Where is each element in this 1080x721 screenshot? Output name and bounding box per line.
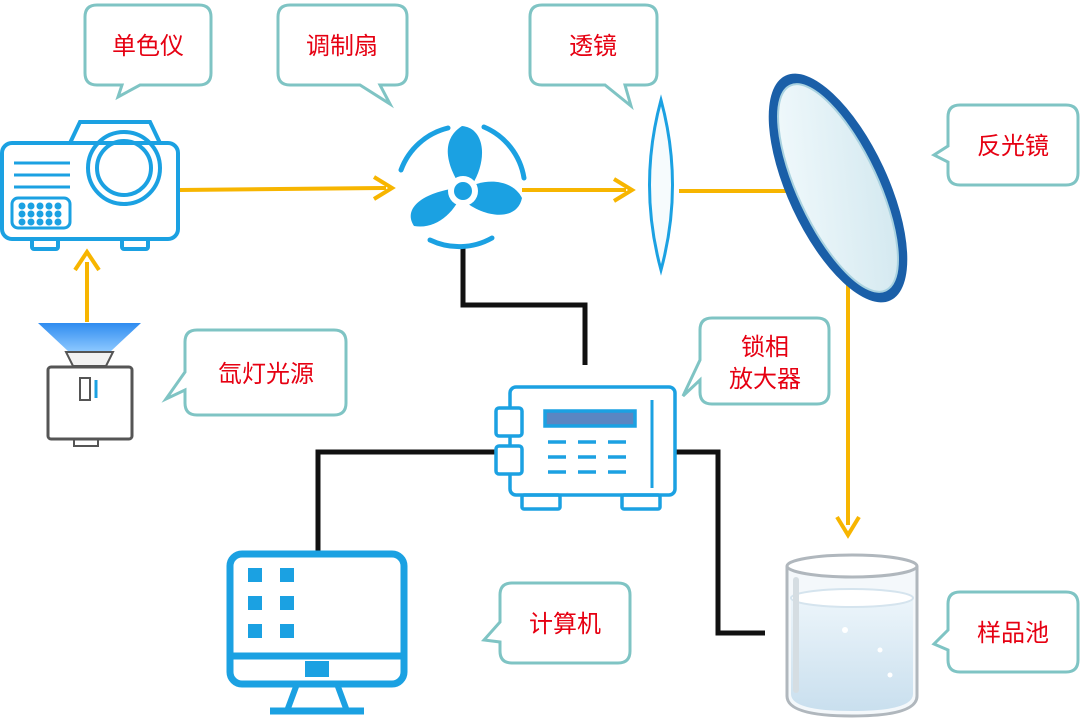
label-sample-cell: 样品池: [977, 619, 1049, 647]
label-mirror: 反光镜: [977, 132, 1049, 160]
wire-lockin-to-computer: [315, 449, 500, 552]
lamp-icon: [38, 323, 141, 447]
callout-computer: 计算机: [480, 581, 632, 665]
label-xenon-lamp: 氙灯光源: [218, 360, 314, 388]
callout-monochromator: 单色仪: [83, 3, 213, 101]
wire-lockin-to-sample: [675, 449, 765, 636]
light-path: [73, 175, 861, 539]
callout-mirror: 反光镜: [930, 103, 1080, 187]
label-lockin-line1: 锁相: [741, 333, 789, 361]
beam-sample-arrowhead: [835, 515, 861, 539]
callout-lens: 透镜: [528, 3, 659, 111]
monitor-icon: [226, 550, 408, 715]
label-lockin-line2: 放大器: [729, 365, 801, 393]
callout-sample-cell: 样品池: [931, 590, 1080, 674]
beam-lamp-arrowhead: [73, 248, 101, 272]
amplifier-icon: [494, 385, 677, 511]
wire-chopper-to-lockin: [460, 245, 588, 365]
beam-monochromator-to-chopper: [179, 186, 387, 192]
label-monochromator: 单色仪: [112, 32, 184, 60]
signal-wires: [315, 245, 765, 636]
lens-icon: [648, 94, 674, 276]
beam-chopper-arrowhead: [372, 175, 396, 201]
fan-icon: [398, 124, 527, 250]
callout-xenon-lamp: 氙灯光源: [161, 328, 348, 417]
callout-chopper: 调制扇: [276, 3, 409, 109]
beam-lens-arrowhead: [612, 177, 636, 203]
label-computer: 计算机: [529, 610, 601, 638]
label-chopper: 调制扇: [306, 32, 378, 60]
beaker-icon: [785, 553, 919, 718]
mirror-icon: [768, 73, 908, 303]
projector-icon: [0, 120, 180, 251]
label-lens: 透镜: [569, 32, 617, 60]
callout-lockin: 锁相 放大器: [681, 316, 831, 406]
